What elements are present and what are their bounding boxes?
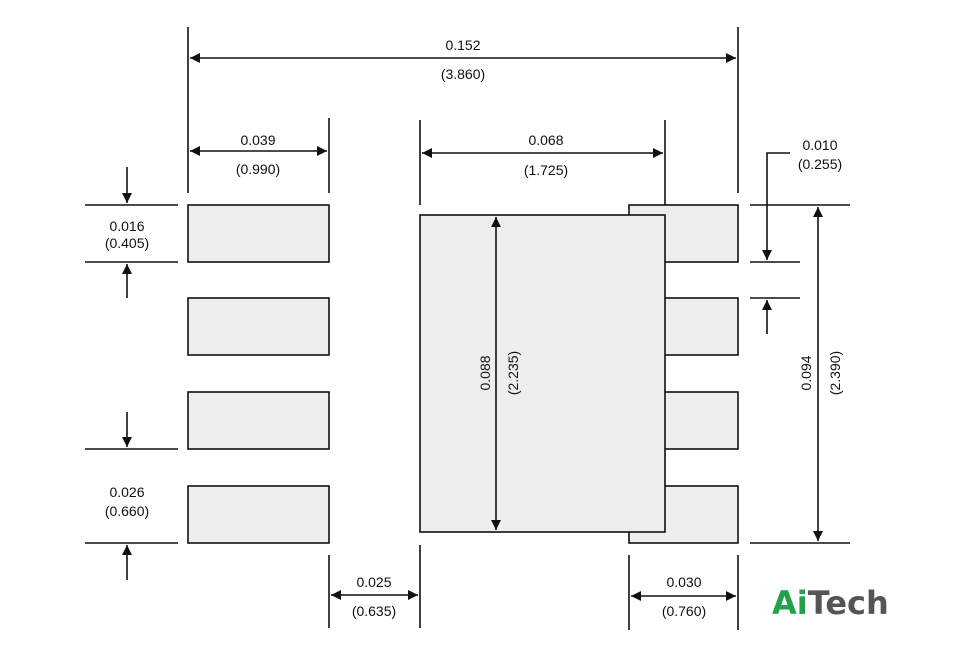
center-pad-width-mm: (1.725) <box>524 162 568 178</box>
left-pad-3 <box>187 391 330 450</box>
center-pad <box>419 214 666 533</box>
logo-tech: Tech <box>808 584 889 622</box>
overall-height-in: 0.094 <box>798 355 814 390</box>
right-pad-length-mm: (0.760) <box>662 603 706 619</box>
dim-offset-leader <box>762 152 790 260</box>
gap-mm: (0.635) <box>352 603 396 619</box>
center-pad-width-in: 0.068 <box>528 132 563 148</box>
offset-in: 0.010 <box>802 137 837 153</box>
overall-width-mm: (3.860) <box>441 66 485 82</box>
pad-width-mm: (0.405) <box>105 235 149 251</box>
left-pad-1 <box>187 204 330 263</box>
pitch-in: 0.026 <box>109 484 144 500</box>
center-pad-height-mm: (2.235) <box>505 351 521 395</box>
pad-length-in: 0.039 <box>240 132 275 148</box>
offset-mm: (0.255) <box>798 156 842 172</box>
pitch-mm: (0.660) <box>105 503 149 519</box>
aitech-logo: AiTech <box>772 584 889 622</box>
pad-width-in: 0.016 <box>109 218 144 234</box>
left-pad-4 <box>187 485 330 544</box>
center-pad-height-in: 0.088 <box>477 355 493 390</box>
extension-lines <box>85 27 850 630</box>
left-pad-2 <box>187 297 330 356</box>
overall-height-mm: (2.390) <box>827 351 843 395</box>
overall-width-in: 0.152 <box>445 37 480 53</box>
logo-ai: Ai <box>772 584 808 622</box>
svg-text:AiTech: AiTech <box>772 584 889 622</box>
right-pad-length-in: 0.030 <box>666 574 701 590</box>
pad-length-mm: (0.990) <box>236 161 280 177</box>
gap-in: 0.025 <box>356 574 391 590</box>
